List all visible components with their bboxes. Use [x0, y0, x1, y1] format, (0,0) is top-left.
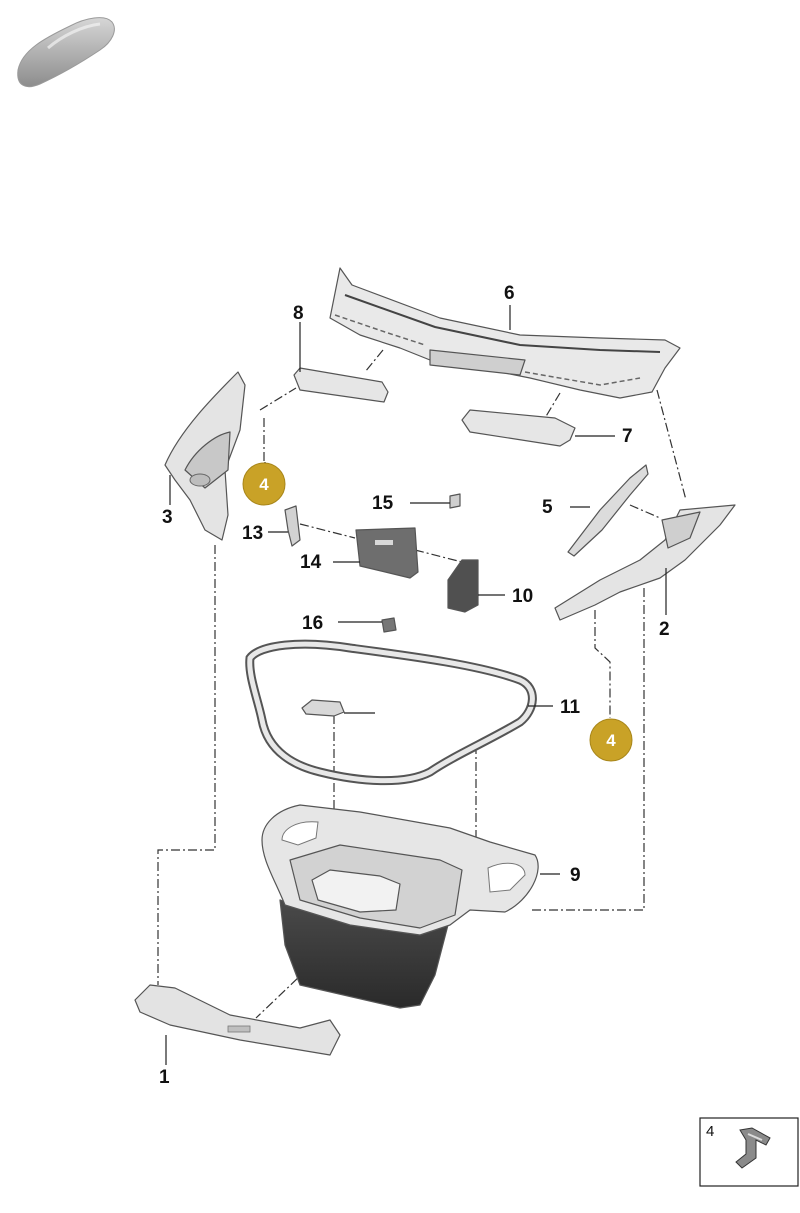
inset-number: 4 [706, 1123, 714, 1140]
leader-lines [165, 305, 667, 1065]
badge-left-circle [242, 462, 286, 506]
badge-right: 4 [589, 718, 633, 762]
callout-15: 16 [302, 613, 323, 634]
part-10-block [447, 559, 479, 613]
assembly-lines [157, 349, 687, 1019]
part-12-bracket [284, 505, 301, 547]
part-6-upper-trim-panel [329, 267, 681, 399]
callout-14: 15 [372, 493, 394, 514]
clip-icon [735, 1127, 771, 1169]
callout-2: 2 [659, 619, 670, 640]
badge-right-circle [589, 718, 633, 762]
part-15-clip [381, 617, 397, 633]
callout-labels: 6 8 7 3 15 5 13 14 10 2 16 11 9 1 [159, 283, 670, 1088]
callout-13: 14 [300, 552, 322, 573]
callout-11: 11 [560, 697, 581, 718]
callout-8: 8 [293, 303, 304, 324]
callout-3: 3 [162, 507, 173, 528]
callout-10: 10 [512, 586, 533, 607]
part-7-pad [461, 409, 576, 447]
part-16-pad [301, 699, 345, 717]
callout-12: 13 [242, 523, 263, 544]
callout-5: 5 [542, 497, 553, 518]
part-5-strip [567, 464, 649, 557]
badge-right-text: 4 [606, 731, 616, 750]
part-11-seal [245, 639, 537, 786]
callout-6: 6 [504, 283, 515, 304]
part-9-luggage-tray [261, 804, 539, 1009]
badge-left: 4 [242, 462, 286, 506]
part-14-clip [449, 493, 461, 509]
callout-9: 9 [570, 865, 581, 886]
callout-7: 7 [622, 426, 633, 447]
badge-left-text: 4 [259, 475, 269, 494]
inset-box: 4 [699, 1117, 799, 1187]
part-8-pad [293, 367, 389, 403]
part-2-right-side-trim [554, 504, 736, 621]
callout-1: 1 [159, 1067, 170, 1088]
part-3-left-side-trim [164, 371, 246, 541]
car-thumbnail-icon [17, 17, 115, 88]
part-1-sill-cover [134, 984, 341, 1056]
part-13-plate [355, 527, 419, 579]
